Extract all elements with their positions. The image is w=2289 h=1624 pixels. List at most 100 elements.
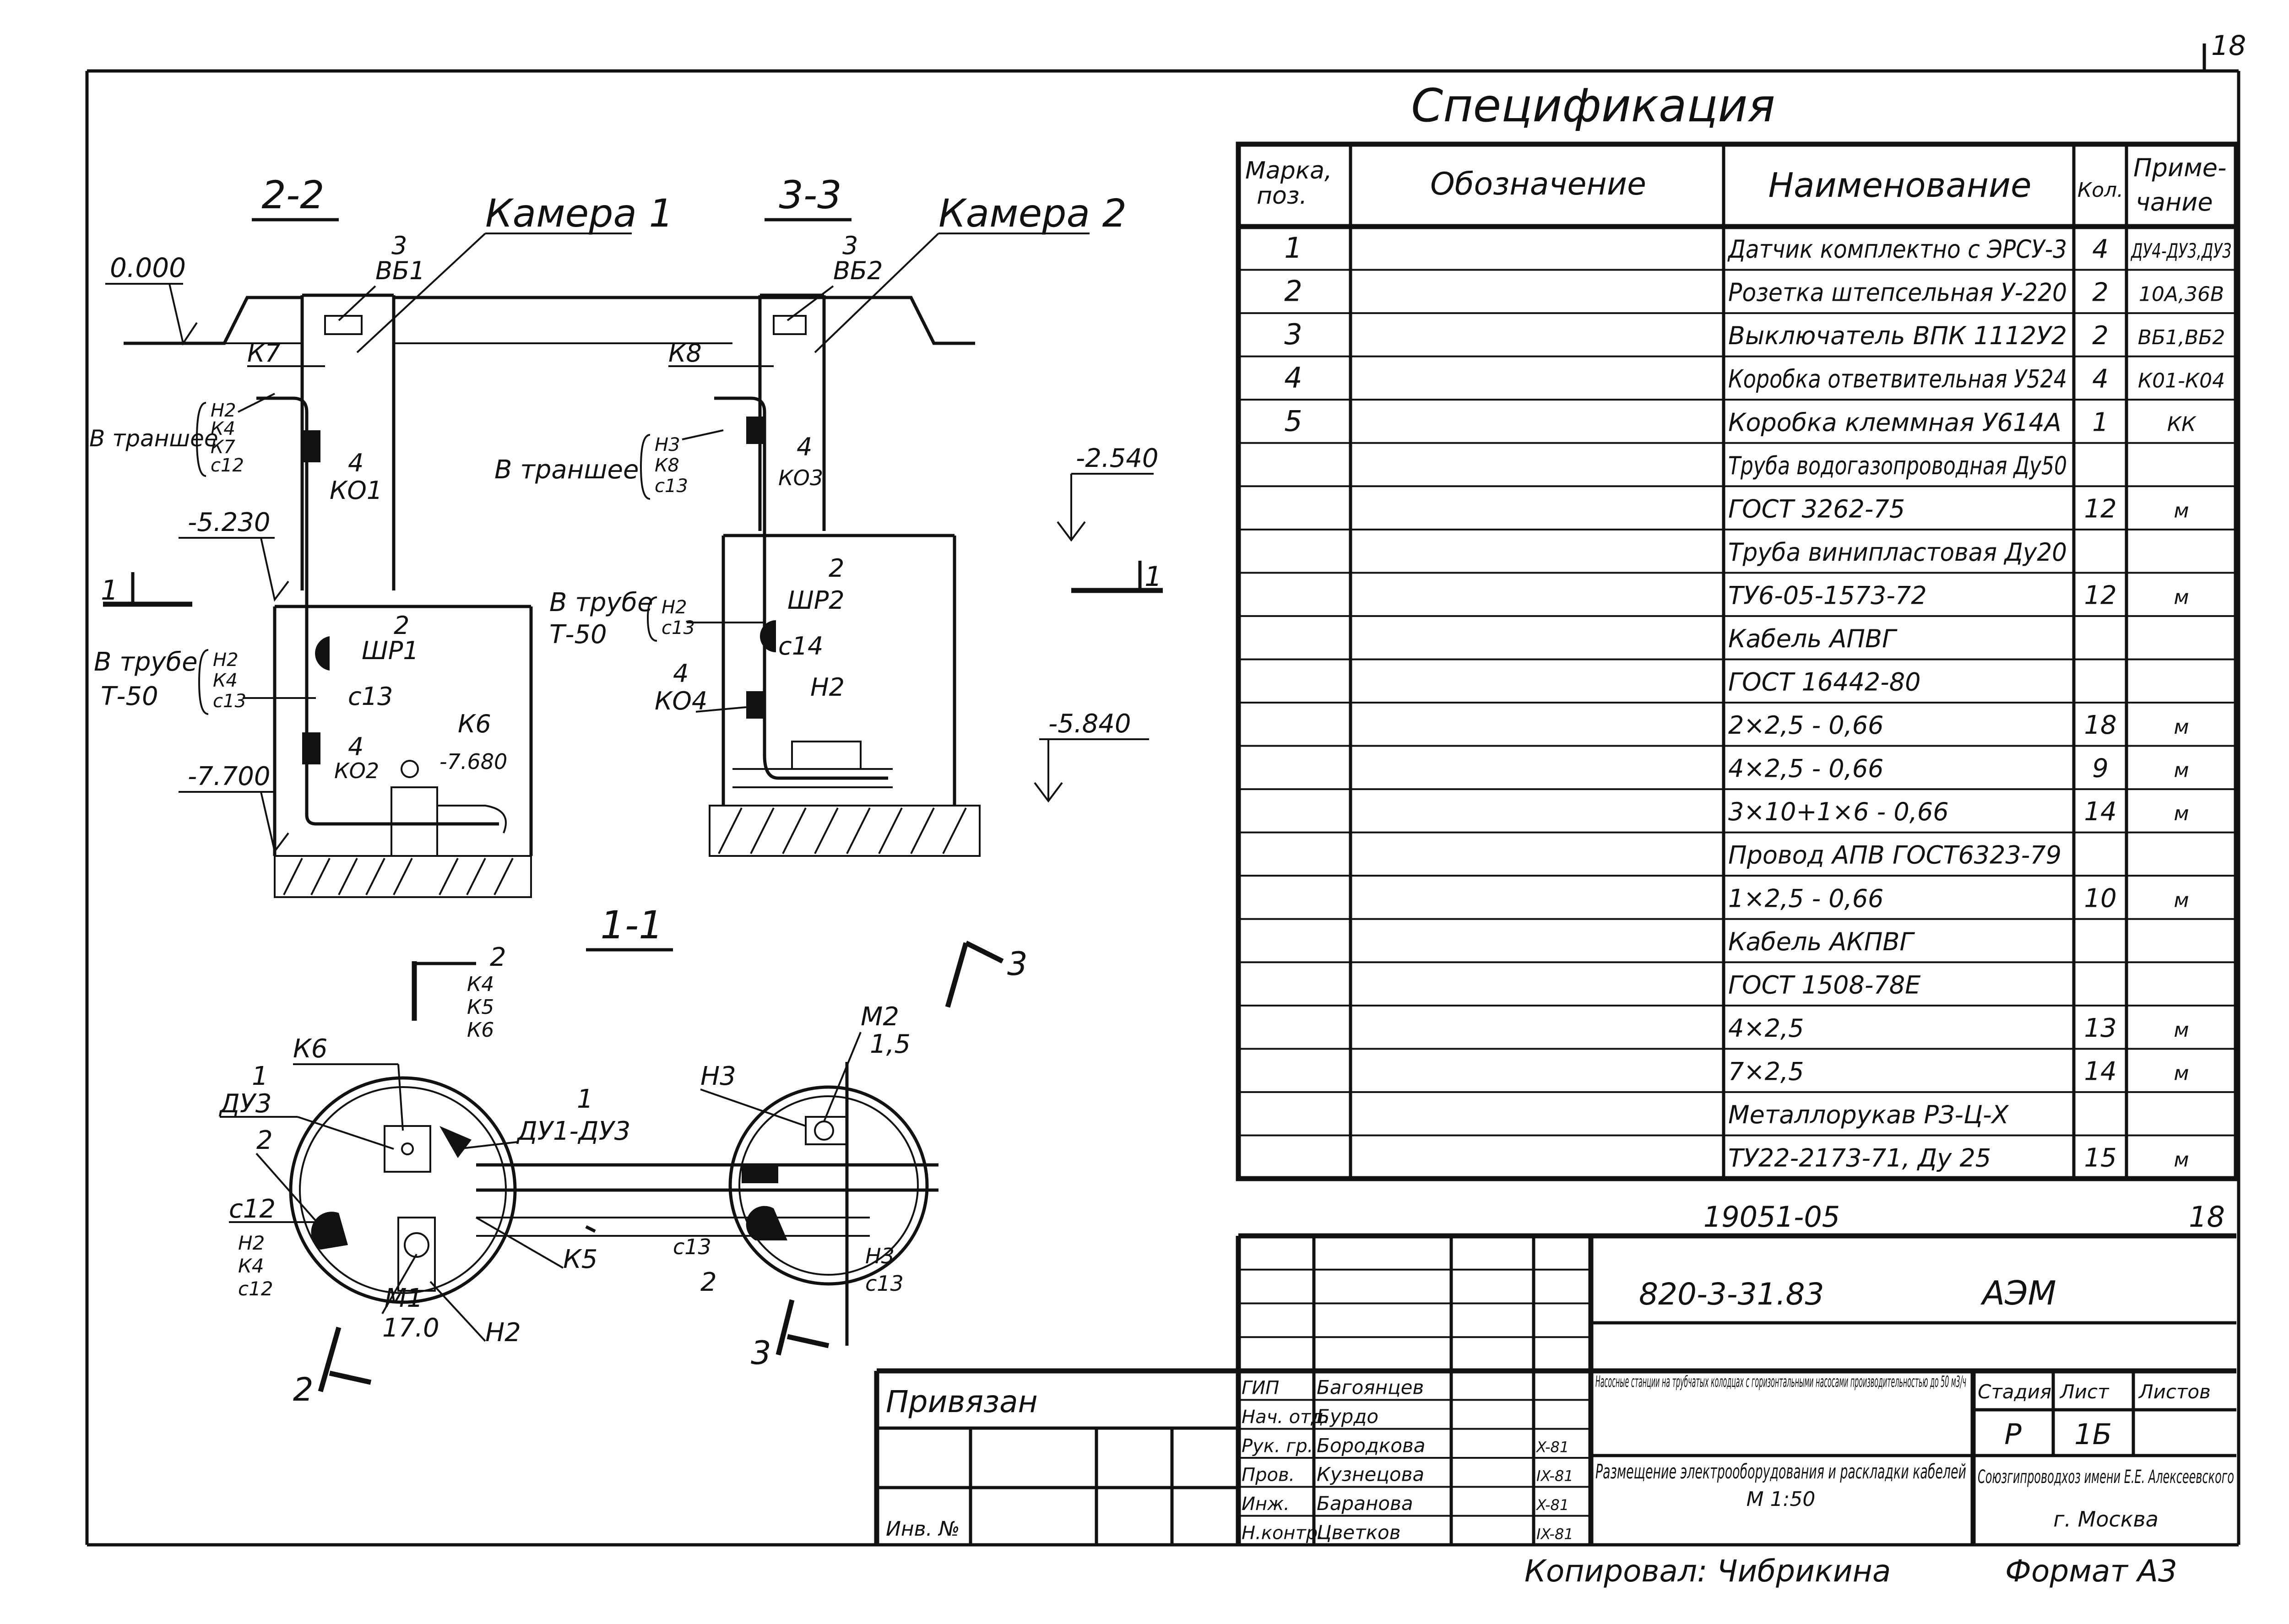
plan-label-2: 2 (256, 1126, 273, 1155)
plan-label-k5b: К5 (467, 996, 494, 1019)
signature-date: IX-81 (1536, 1467, 1573, 1485)
spec-row-note: м (2174, 1061, 2189, 1085)
pipe-label-2: В трубе (549, 588, 653, 617)
trench-stack-2-a: Н3 (655, 434, 680, 455)
plan-stack-b: К4 (238, 1255, 264, 1277)
spec-row-note: 10А,36В (2139, 283, 2224, 306)
privyazan-label: Привязан (886, 1384, 1038, 1419)
signature-role: Нач. отд. (1242, 1407, 1329, 1428)
sheets-header: Листов (2138, 1380, 2211, 1403)
spec-row-qty: 10 (2084, 883, 2116, 913)
sheet-title: Размещение электрооборудования и расклад… (1595, 1460, 1966, 1483)
level-7680: -7.680 (439, 749, 507, 774)
cut-1-left: 1 (101, 574, 118, 606)
plan-label-k6: К6 (293, 1034, 327, 1064)
plan-label-k4: К4 (467, 973, 494, 996)
plan-label-h2: Н2 (485, 1318, 521, 1348)
stage-header: Стадия (1978, 1380, 2051, 1403)
trench-stack-2-b: К8 (655, 455, 679, 476)
level-5230: -5.230 (188, 508, 271, 537)
plan-label-2b: 2 (700, 1267, 717, 1297)
level-0: 0.000 (110, 252, 186, 283)
spec-row-name: 2×2,5 - 0,66 (1728, 711, 1884, 740)
spec-row-note: м (2174, 888, 2189, 912)
spec-row-name: Металлорукав РЗ-Ц-Х (1728, 1100, 2009, 1129)
pipe-label-2b: Т-50 (549, 620, 607, 650)
plan-label-k5: К5 (563, 1245, 597, 1274)
signature-role: Н.контр. (1242, 1522, 1323, 1543)
spec-row-name: Датчик комплектно с ЭРСУ-3 (1727, 235, 2067, 264)
city: г. Москва (2053, 1507, 2159, 1532)
label-ko3: КО3 (778, 466, 823, 490)
label-2-a: 2 (394, 611, 409, 640)
spec-title: Спецификация (1411, 79, 1775, 132)
spec-row-qty: 18 (2084, 710, 2116, 740)
spec-row-note: ДУ4-ДУ3,ДУ3 (2131, 239, 2232, 263)
spec-row-qty: 4 (2092, 364, 2109, 394)
plan-cut-2-bottom: 2 (293, 1371, 314, 1408)
label-k6: К6 (458, 709, 491, 738)
cut-1-right: 1 (1144, 561, 1162, 593)
label-c13-a: с13 (348, 682, 393, 711)
pipe-label-1: В трубе (94, 647, 198, 677)
trench-stack-1-a: Н2 (211, 400, 236, 421)
chamber-2-label: Камера 2 (938, 191, 1127, 236)
chamber-1-label: Камера 1 (485, 191, 673, 236)
copied-by: Копировал: Чибрикина (1524, 1554, 1891, 1589)
plan-label-c12: с12 (229, 1194, 276, 1224)
spec-row-name: Коробка клеммная У614А (1728, 408, 2061, 437)
spec-row-qty: 4 (2092, 234, 2109, 264)
label-c14: с14 (778, 632, 823, 660)
scale: М 1:50 (1747, 1488, 1816, 1511)
spec-row-qty: 9 (2092, 754, 2109, 784)
spec-row-qty: 2 (2092, 321, 2109, 351)
sheet-title-text: Размещение электрооборудования и расклад… (1595, 1460, 1966, 1483)
spec-row-pos: 1 (1284, 231, 1302, 265)
organization-text: Союзгипроводхоз имени Е.Е. Алексеевского (1978, 1467, 2234, 1488)
spec-row-note: ВБ1,ВБ2 (2138, 326, 2225, 349)
spec-row-note: м (2174, 1148, 2189, 1172)
signature-name: Баранова (1317, 1492, 1413, 1515)
label-2-b: 2 (829, 554, 844, 583)
spec-row-name: 4×2,5 - 0,66 (1728, 754, 1884, 783)
spec-row-pos: 2 (1284, 275, 1302, 308)
pipe-stack-1-a: Н2 (213, 650, 239, 671)
inv-label: Инв. № (886, 1517, 960, 1541)
spec-row-note: м (2174, 715, 2189, 739)
spec-row-pos: 4 (1284, 361, 1302, 395)
plan-stack-c: с12 (238, 1278, 273, 1300)
plan-label-k6b: К6 (467, 1018, 494, 1042)
plan-label-1b: 1 (577, 1084, 593, 1114)
spec-header-note-2: чание (2136, 188, 2213, 217)
spec-row-name: Кабель АКПВГ (1728, 927, 1915, 956)
plan-label-m2: М2 (861, 1002, 899, 1032)
plan-label-170: 17.0 (382, 1313, 439, 1343)
spec-row-note: м (2174, 759, 2189, 782)
label-4-b: 4 (348, 732, 363, 761)
label-shr1: ШР1 (362, 636, 419, 665)
stage-value: Р (2004, 1418, 2022, 1451)
organization: Союзгипроводхоз имени Е.Е. Алексеевского (1978, 1467, 2234, 1488)
spec-row-qty: 1 (2092, 407, 2109, 437)
section-2-2: 2-2 Камера 1 0.000 3 ВБ1 К7 4 КО1 (89, 173, 975, 898)
label-shr2: ШР2 (787, 586, 845, 615)
page-number: 18 (2189, 1200, 2225, 1234)
label-3-a: 3 (391, 231, 407, 260)
spec-row-pos: 5 (1284, 404, 1302, 438)
plan-cut-3-bottom: 3 (751, 1334, 771, 1372)
section-3-3: 3-3 Камера 2 3 ВБ2 К8 4 КО3 4 КО4 2 ШР2 … (494, 173, 1163, 857)
signature-role: Инж. (1242, 1494, 1290, 1515)
spec-row-name: 1×2,5 - 0,66 (1728, 884, 1884, 913)
trench-stack-1-b: К4 (211, 418, 235, 439)
section-1-1-plan: 1-1 К6 1 ДУ3 2 с12 Н2 (218, 903, 1028, 1408)
trench-stack-1-c: К7 (211, 437, 235, 458)
label-vb1: ВБ1 (375, 256, 425, 285)
plan-label-15: 1,5 (870, 1029, 911, 1059)
spec-header-pos-2: поз. (1257, 182, 1307, 210)
spec-row-qty: 14 (2084, 1056, 2116, 1086)
plan-label-du3: ДУ3 (218, 1089, 272, 1119)
label-ko2: КО2 (334, 758, 379, 783)
